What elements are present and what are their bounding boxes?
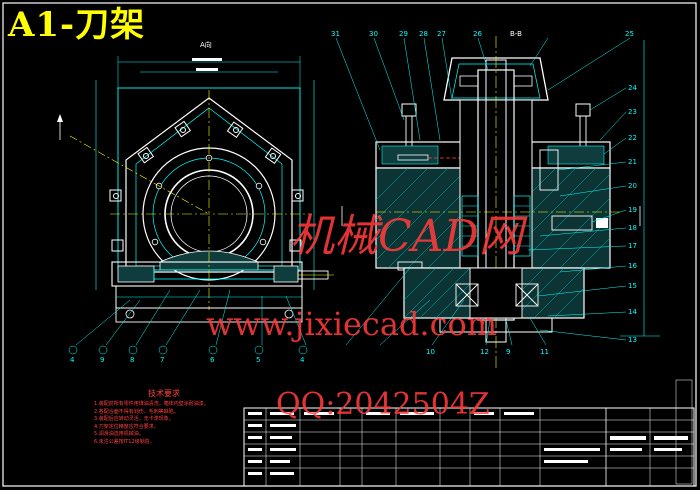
note-item: 3.装配后应转动灵活，无卡滞现象。 <box>94 416 174 422</box>
right-callout-10: 15 <box>628 282 637 290</box>
right-callout-11: 14 <box>628 308 637 316</box>
right-view <box>335 36 660 370</box>
left-view-label: A向 <box>200 41 212 49</box>
note-item: 5.润滑油选用机械油。 <box>94 431 144 437</box>
right-callout-5: 20 <box>628 182 637 190</box>
left-view <box>57 56 334 355</box>
note-item: 6.未注公差按IT12级制造。 <box>94 438 155 445</box>
top-callout-3: 29 <box>399 30 408 38</box>
top-callout-2: 30 <box>369 30 378 38</box>
right-callout-3: 22 <box>628 134 637 142</box>
top-callout-1: 31 <box>331 30 340 38</box>
top-callout-4: 28 <box>419 30 428 38</box>
right-callout-2: 23 <box>628 108 637 116</box>
right-callout-4: 21 <box>628 158 637 166</box>
title-block <box>243 407 695 487</box>
drawing-title: A1-刀架 <box>8 5 146 45</box>
note-item: 2.各配合面不得有划伤、毛刺等缺陷。 <box>94 408 179 415</box>
bottom-callout-2: 11 <box>540 348 549 356</box>
left-callout-3: 8 <box>130 356 135 364</box>
right-callout-7: 18 <box>628 224 637 232</box>
left-callout-5: 6 <box>210 356 215 364</box>
note-item: 4.刀架定位精度应符合要求。 <box>94 423 159 430</box>
right-callout-12: 13 <box>628 336 637 344</box>
note-item: 1.装配前所有零件用煤油清洗，箱体内壁涂耐油漆。 <box>94 401 209 407</box>
watermark-brand: 机械CAD网 <box>290 211 523 262</box>
watermark-url: www.jixiecad.com <box>206 305 498 343</box>
left-callout-1: 4 <box>70 356 75 364</box>
left-callout-6: 5 <box>256 356 261 364</box>
bolt-holes <box>109 120 304 252</box>
top-callout-6: 26 <box>473 30 482 38</box>
left-callout-circles <box>68 345 308 355</box>
bottom-callout-4: 9 <box>506 348 511 356</box>
watermark-qq: QQ:2042504Z <box>276 387 490 422</box>
right-callout-6: 19 <box>628 206 637 214</box>
bottom-callout-3: 10 <box>426 348 435 356</box>
left-callout-2: 9 <box>100 356 105 364</box>
right-callout-8: 17 <box>628 242 637 250</box>
right-callout-1: 24 <box>628 84 637 92</box>
top-callout-7: 25 <box>625 30 634 38</box>
notes-list: 1.装配前所有零件用煤油清洗，箱体内壁涂耐油漆。 2.各配合面不得有划伤、毛刺等… <box>94 401 209 446</box>
right-callout-9: 16 <box>628 262 637 270</box>
bottom-callout-1: 12 <box>480 348 489 356</box>
section-label: B-B <box>510 30 522 38</box>
left-callout-4: 7 <box>160 356 165 364</box>
left-callout-7: 4 <box>300 356 305 364</box>
notes-title: 技术要求 <box>148 389 180 398</box>
top-callout-5: 27 <box>437 30 446 38</box>
